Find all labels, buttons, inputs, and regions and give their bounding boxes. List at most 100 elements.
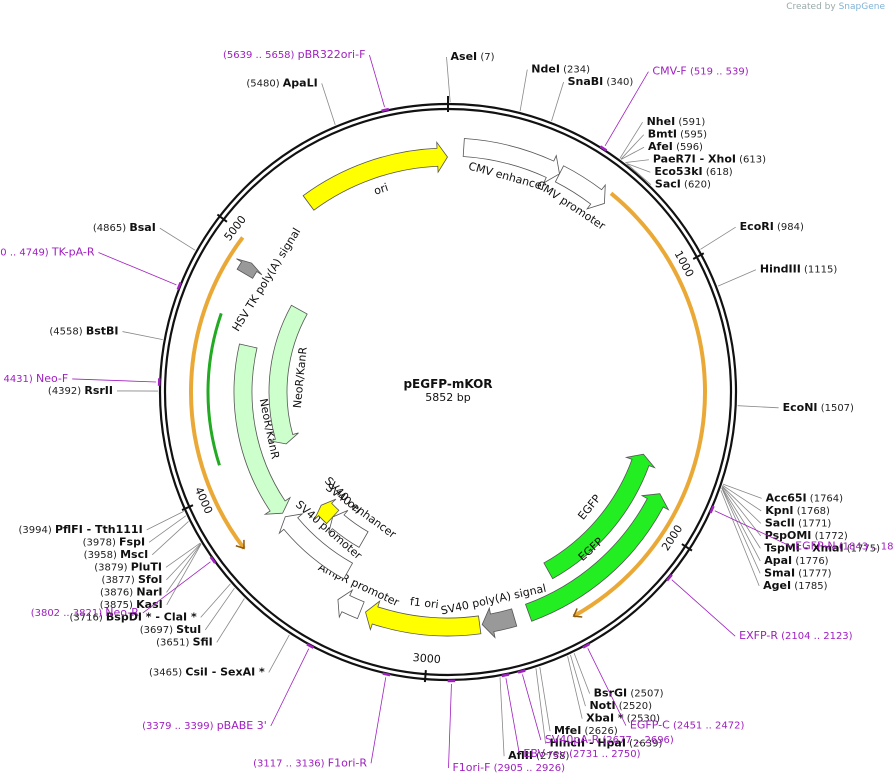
primer-neor: (3802 .. 3821) Neo-R: [31, 556, 217, 619]
site-leader-bmti: [620, 134, 645, 160]
site-text-part: ApaI: [764, 554, 792, 567]
site-text-part: NdeI: [531, 63, 560, 76]
site-label-agei: AgeI (1785): [763, 579, 827, 592]
primer-label-tkpar: (4730 .. 4749) TK-pA-R: [0, 246, 95, 259]
site-label-bmti: BmtI (595): [648, 128, 707, 141]
site-leader-pspomi: [721, 486, 762, 537]
site-leader-smai: [721, 487, 761, 574]
site-text-part: Acc65I: [766, 491, 807, 504]
primer-label-exfpr: EXFP-R (2104 .. 2123): [739, 629, 853, 642]
credit-watermark: Created by SnapGene: [786, 2, 885, 12]
site-leader-noti: [570, 654, 586, 707]
site-label-asei: AseI (7): [451, 50, 495, 63]
site-sfoi: (3877) SfoI: [102, 543, 202, 586]
site-text-part: - XmaI: [800, 541, 844, 554]
primer-leader-exfpr: [671, 579, 736, 637]
site-text-part: SacII: [765, 516, 795, 529]
primer-mark-cmvf: [599, 145, 608, 152]
site-text-part: AgeI: [763, 579, 791, 592]
site-label-kasi: (3875) KasI: [100, 598, 163, 611]
primer-label-f1orir: (3117 .. 3136) F1ori-R: [253, 756, 367, 769]
site-econi: EcoNI (1507): [737, 401, 854, 414]
primer-text-part: EGFP-N: [795, 540, 835, 553]
site-text-part: (3465): [149, 667, 185, 678]
site-afei: AfeI (596): [620, 140, 703, 160]
site-text-part: (1768): [794, 506, 831, 517]
site-leader-apai: [721, 487, 761, 562]
primer-label-egfpn: EGFP-N (1843 .. 1864): [795, 540, 893, 553]
credit-prefix: Created by: [786, 2, 836, 12]
site-text-part: (1764): [807, 493, 844, 504]
site-sacii: SacII (1771): [722, 485, 831, 529]
site-snabi: SnaBI (340): [551, 75, 633, 122]
primer-text-part: (4730 .. 4749): [0, 248, 52, 259]
site-text-part: RsrII: [84, 384, 113, 397]
primer-label-pbr322orif: (5639 .. 5658) pBR322ori-F: [223, 48, 365, 61]
primer-mark-pbr322orif: [381, 107, 390, 112]
site-text-part: StuI: [176, 623, 201, 636]
site-label-rsrii: (4392) RsrII: [48, 384, 113, 397]
primer-f1orir: (3117 .. 3136) F1ori-R: [253, 672, 391, 769]
site-paer7i: PaeR7I - XhoI (613): [625, 153, 766, 166]
site-leader-nari: [166, 543, 202, 593]
feature-hsv-tk: [236, 258, 263, 279]
site-label-ndei: NdeI (234): [531, 63, 590, 76]
site-text-part: AflII: [508, 749, 533, 762]
site-text-part: (4865): [93, 223, 129, 234]
site-text-part: (3994): [19, 525, 55, 536]
site-text-part: (3958): [84, 550, 120, 561]
site-label-econi: EcoNI (1507): [783, 401, 854, 414]
primer-mark-f1orir: [382, 672, 391, 677]
site-leader-sfoi: [166, 543, 202, 581]
site-leader-csii: [268, 634, 290, 673]
feature-label-ori: ori: [372, 181, 390, 198]
site-text-part: (2639): [626, 739, 663, 750]
site-text-part: NotI: [589, 699, 615, 712]
primer-leader-pbr322orif: [369, 54, 385, 108]
site-text-part: SfiI: [193, 635, 213, 648]
site-hindiii: HindIII (1115): [717, 263, 838, 287]
site-label-tspmi: TspMI - XmaI (1775): [764, 541, 880, 554]
site-label-nari: (3876) NarI: [100, 585, 163, 598]
site-label-eco53ki: Eco53kI (618): [654, 165, 732, 178]
primer-mark-exfpr: [666, 574, 673, 582]
tick-3000: [423, 670, 427, 683]
site-leader-kpni: [722, 484, 762, 512]
primer-text-part: (3802 .. 3821): [31, 608, 106, 619]
site-text-part: KpnI: [765, 504, 793, 517]
primer-text-part: EGFP-C: [630, 719, 670, 732]
site-ecori: EcoRI (984): [700, 220, 804, 250]
site-asei: AseI (7): [446, 50, 495, 103]
site-text-part: (3716): [69, 612, 105, 623]
site-text-part: (984): [774, 222, 804, 233]
orf-neo-arrowhead: [235, 539, 245, 550]
feature-ori: [302, 140, 448, 211]
site-label-ecori: EcoRI (984): [740, 220, 804, 233]
site-text-part: (620): [681, 180, 711, 191]
orf-main: [572, 191, 707, 618]
site-label-aflii: AflII (2758): [508, 749, 569, 762]
site-csii: (3465) CsiI - SexAI *: [149, 634, 290, 678]
tick-4000: [181, 504, 194, 511]
site-text-part: (1115): [801, 265, 838, 276]
primer-text-part: (3379 .. 3399): [142, 721, 217, 732]
site-leader-stui: [204, 587, 235, 631]
primer-label-f1orif: F1ori-F (2905 .. 2926): [452, 761, 565, 774]
site-label-mfei: MfeI (2626): [554, 724, 618, 737]
site-ndei: NdeI (234): [519, 63, 590, 112]
feature-egfp-1: [543, 453, 656, 580]
primer-leader-tkpar: [98, 252, 177, 286]
site-leader-hincii: [535, 668, 546, 744]
site-text-part: - XhoI: [696, 153, 736, 166]
site-text-part: (595): [677, 130, 707, 141]
primer-ebvrev: EBV-rev (2731 .. 2750): [501, 673, 641, 760]
site-leader-paer7i: [625, 159, 649, 163]
site-leader-sfii: [216, 598, 245, 643]
site-label-pluti: (3879) PluTI: [94, 560, 162, 573]
site-text-part: (596): [673, 142, 703, 153]
site-leader-asei: [446, 56, 451, 103]
primer-leader-ebvrev: [505, 678, 520, 755]
site-text-part: SnaBI: [568, 75, 604, 88]
feature-sv40-enhancer: [328, 509, 369, 548]
neo-inner-line: [206, 312, 223, 466]
